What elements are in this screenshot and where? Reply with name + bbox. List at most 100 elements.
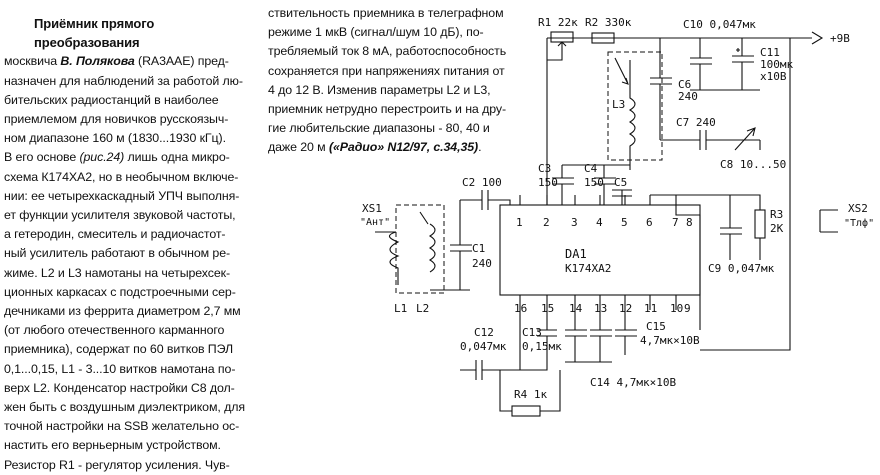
label-r1: R1 22к (538, 16, 578, 29)
text-segment: В его основе (4, 150, 80, 165)
pin-label: 10 (670, 302, 683, 315)
text-segment: приемника), содержат по 60 витков ПЭЛ (4, 342, 234, 357)
text-line: режиме 1 мкВ (сигнал/шум 10 дБ), по- (268, 23, 524, 42)
text-segment: жиме. L2 и L3 намотаны на четырехсек- (4, 265, 230, 280)
text-segment: точной настройки на SSB желательно ос- (4, 419, 240, 434)
label-xs1: XS1 (362, 202, 382, 215)
text-segment: ном диапазоне 160 м (1830...1930 кГц). (4, 131, 226, 146)
label-c6: C6 (678, 78, 691, 91)
label-c3: C3 (538, 162, 551, 175)
label-c1: C1 (472, 242, 485, 255)
label-c9: C9 0,047мк (708, 262, 775, 275)
pin-label: 1 (516, 216, 523, 229)
label-c15: C15 (646, 320, 666, 333)
label-c2: C2 100 (462, 176, 502, 189)
text-segment: 4 до 12 В. Изменив параметры L2 и L3, (268, 82, 491, 97)
pin-label: 2 (543, 216, 550, 229)
pin-label: 16 (514, 302, 527, 315)
text-line: нии: ее четырехкаскадный УПЧ выполня- (4, 187, 262, 206)
text-line: сохраняется при напряжениях питания от (268, 62, 524, 81)
text-line: точной настройки на SSB желательно ос- (4, 417, 262, 436)
label-c13: C13 (522, 326, 542, 339)
text-segment: лишь одна микро- (124, 150, 230, 165)
text-segment: требляемый ток 8 мА, работоспособность (268, 44, 507, 59)
text-line: жиме. L2 и L3 намотаны на четырехсек- (4, 264, 262, 283)
pin-label: 9 (684, 302, 691, 315)
text-segment: назначен для наблюдений за работой лю- (4, 73, 243, 88)
label-c11: C11 (760, 46, 780, 59)
text-segment: 0,1...0,15, L1 - 3...10 витков намотана … (4, 361, 236, 376)
text-line: 4 до 12 В. Изменив параметры L2 и L3, (268, 81, 524, 100)
pin-label: 7 (672, 216, 679, 229)
text-segment: а гетеродин, смеситель и радиочастот- (4, 227, 226, 242)
text-line: гие любительские диапазоны - 80, 40 и (268, 119, 524, 138)
label-c15-value: 4,7мк×10В (640, 334, 700, 347)
text-line: верх L2. Конденсатор настройки С8 дол- (4, 379, 262, 398)
right-text-column: ствительность приемника в телеграфном реж… (268, 4, 524, 158)
label-xs2-name: "Тлф" (844, 217, 874, 229)
text-line: а гетеродин, смеситель и радиочастот- (4, 225, 262, 244)
text-segment: москвича (4, 54, 61, 69)
label-da1: DA1 (565, 247, 587, 261)
label-l2: L2 (416, 302, 429, 315)
text-line: ствительность приемника в телеграфном (268, 4, 524, 23)
label-da1-type: К174ХА2 (565, 262, 611, 275)
text-line: приемника), содержат по 60 витков ПЭЛ (4, 340, 262, 359)
pin-label: 8 (686, 216, 693, 229)
text-segment: ционных каркасах с подстроечными сер- (4, 284, 236, 299)
text-line: ном диапазоне 160 м (1830...1930 кГц). (4, 129, 262, 148)
text-line: 0,1...0,15, L1 - 3...10 витков намотана … (4, 360, 262, 379)
label-c4: C4 (584, 162, 598, 175)
label-supply: +9В (830, 32, 850, 45)
text-segment: (от любого отечественного карманного (4, 323, 225, 338)
r2-resistor (591, 32, 615, 44)
l3-shield (607, 51, 663, 161)
pin-label: 6 (646, 216, 653, 229)
label-xs2: XS2 (848, 202, 868, 215)
text-line: приемник нетрудно перестроить и на дру- (268, 100, 524, 119)
text-segment: приемлемом для новичков русскоязыч- (4, 112, 229, 127)
text-segment: ет функции усилителя звуковой частоты, (4, 208, 236, 223)
text-segment: нии: ее четырехкаскадный УПЧ выполня- (4, 188, 240, 203)
text-segment: (RA3AAE) пред- (134, 54, 229, 69)
article-title: Приёмник прямого преобразования (34, 16, 155, 51)
text-segment: режиме 1 мкВ (сигнал/шум 10 дБ), по- (268, 25, 484, 40)
text-segment: В. Полякова (60, 54, 135, 69)
text-segment: ствительность приемника в телеграфном (268, 6, 504, 20)
pin-label: 13 (594, 302, 607, 315)
l1-l2-shield (395, 204, 445, 294)
text-segment: («Радио» N12/97, с.34,35) (328, 140, 479, 155)
pin-label: 4 (596, 216, 603, 229)
text-line: назначен для наблюдений за работой лю- (4, 72, 262, 91)
r1-resistor (550, 31, 574, 43)
text-segment: жен быть с воздушным диэлектриком, для (4, 400, 245, 415)
text-segment: . (478, 140, 482, 155)
label-l1: L1 (394, 302, 407, 315)
label-r2: R2 330к (585, 16, 632, 29)
text-segment: бительских радиостанций в наиболее (4, 92, 219, 107)
text-line: приемлемом для новичков русскоязыч- (4, 110, 262, 129)
label-xs1-name: "Ант" (360, 217, 390, 228)
label-c5: C5 (614, 176, 627, 189)
text-segment: верх L2. Конденсатор настройки С8 дол- (4, 380, 235, 395)
text-line: схема К174ХА2, но в необычном включе- (4, 168, 262, 187)
pin-label: 5 (621, 216, 628, 229)
text-line: ный усилитель работают в обычном ре- (4, 244, 262, 263)
text-segment: ный усилитель работают в обычном ре- (4, 246, 231, 261)
text-segment: гие любительские диапазоны - 80, 40 и (268, 121, 490, 136)
pin-label: 14 (569, 302, 583, 315)
text-line: Резистор R1 - регулятор усиления. Чув- (4, 456, 262, 475)
label-c6-value: 240 (678, 90, 698, 103)
text-line: настить его верньерным устройством. (4, 436, 262, 455)
text-line: бительских радиостанций в наиболее (4, 91, 262, 110)
pin-label: 15 (541, 302, 554, 315)
text-line: жен быть с воздушным диэлектриком, для (4, 398, 262, 417)
label-l3: L3 (612, 98, 625, 111)
text-line: москвича В. Полякова (RA3AAE) пред- (4, 52, 262, 71)
label-r4: R4 1к (514, 388, 547, 401)
label-r3-value: 2К (770, 222, 784, 235)
label-c11-value: 100мк (760, 58, 793, 71)
text-line: даже 20 м («Радио» N12/97, с.34,35). (268, 138, 524, 157)
